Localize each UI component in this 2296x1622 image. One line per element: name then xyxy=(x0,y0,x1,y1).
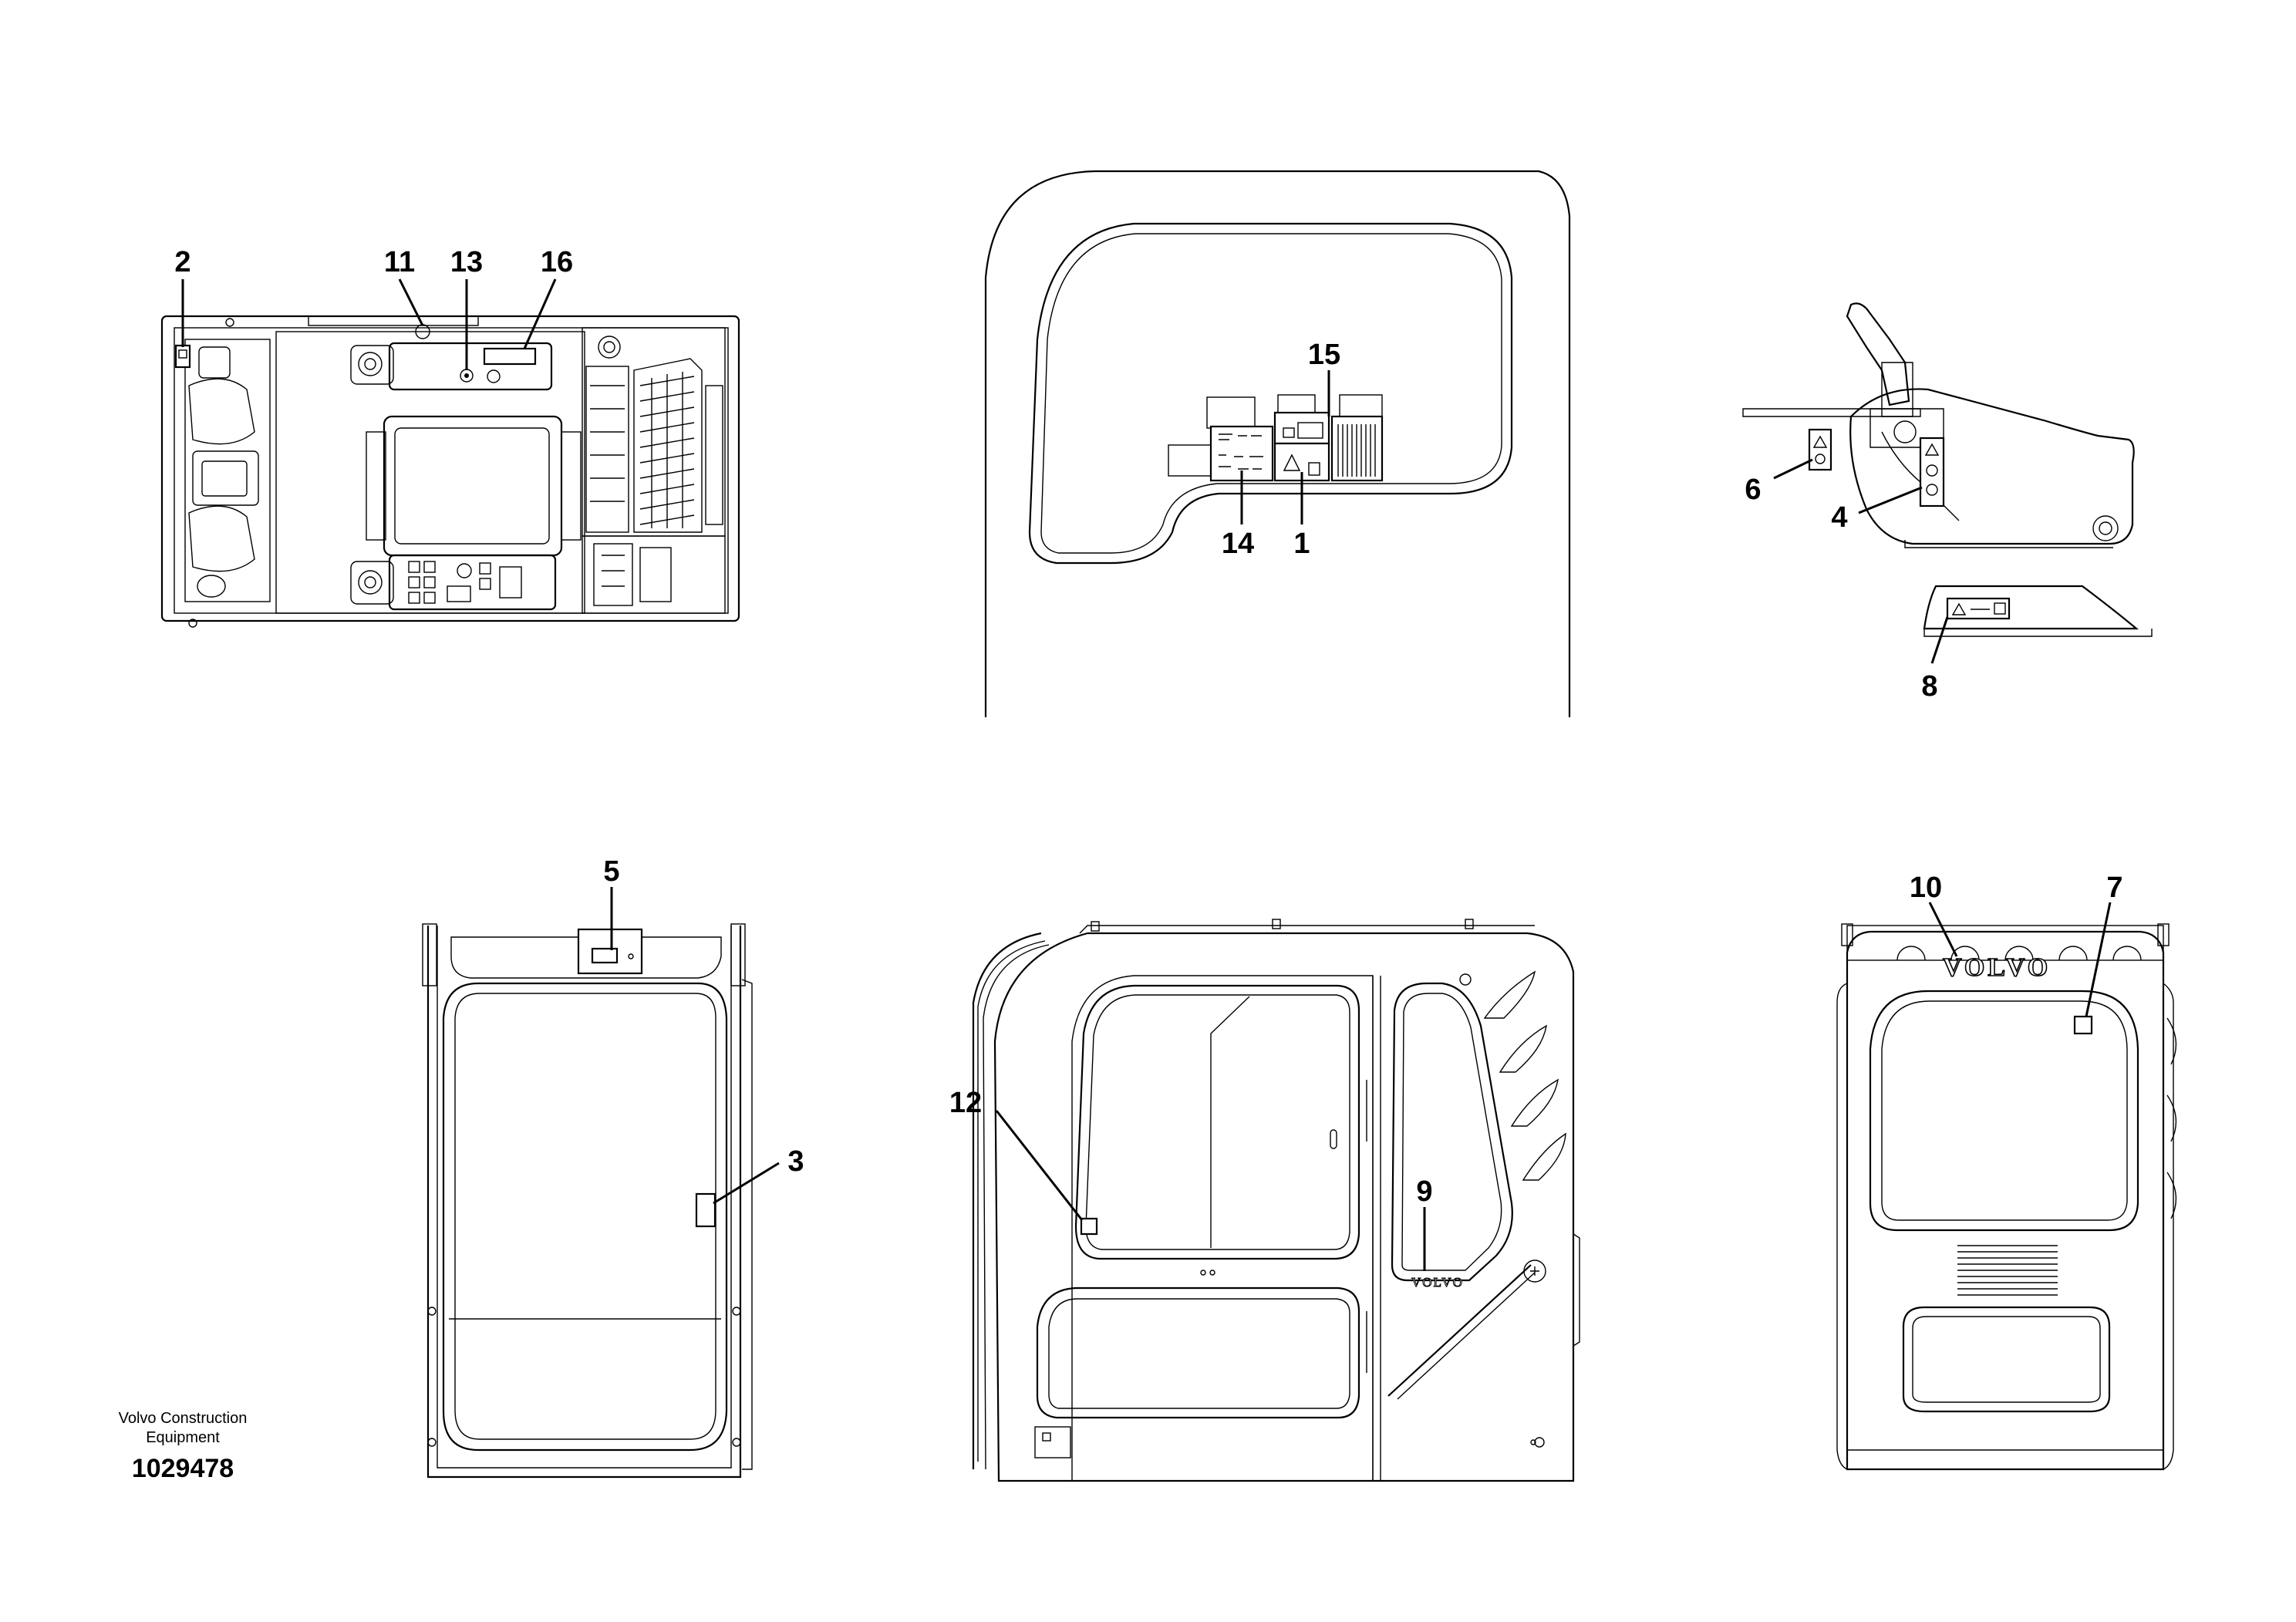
callout-7: 7 xyxy=(2106,872,2122,904)
callout-4: 4 xyxy=(1831,501,1847,534)
company-line-1: Volvo Construction xyxy=(119,1410,248,1427)
decal-5-holder xyxy=(577,928,643,975)
callout-13: 13 xyxy=(450,246,483,278)
callout-9: 9 xyxy=(1416,1175,1432,1208)
callout-16: 16 xyxy=(541,246,573,278)
callout-14: 14 xyxy=(1222,528,1254,560)
rear-volvo-logo: VOLVO xyxy=(1943,953,2051,982)
callout-6: 6 xyxy=(1745,474,1761,506)
callout-10: 10 xyxy=(1910,872,1942,904)
callout-labels: 2 11 13 16 15 14 1 6 4 8 5 3 12 9 10 7 xyxy=(174,246,2122,1208)
front-window-view xyxy=(984,170,1571,717)
callout-1: 1 xyxy=(1293,528,1310,560)
callout-2: 2 xyxy=(174,246,190,278)
drawing-number: 1029478 xyxy=(132,1454,234,1483)
callout-12: 12 xyxy=(949,1087,982,1119)
drawing-footer: Volvo Construction Equipment 1029478 xyxy=(119,1410,248,1483)
cab-side-view: VOLVO xyxy=(972,919,1580,1482)
callout-5: 5 xyxy=(603,855,619,888)
decal-5 xyxy=(591,947,619,964)
cab-rear-frame-view xyxy=(422,923,753,1479)
callout-15: 15 xyxy=(1308,339,1340,371)
callout-11: 11 xyxy=(384,246,415,278)
side-volvo-logo: VOLVO xyxy=(1411,1275,1464,1290)
leader-lines xyxy=(181,278,2112,1271)
callout-3: 3 xyxy=(787,1145,804,1178)
cab-top-view xyxy=(160,315,740,628)
decal-12 xyxy=(1080,1217,1098,1236)
callout-8: 8 xyxy=(1921,670,1937,703)
company-line-2: Equipment xyxy=(146,1429,220,1446)
decal-3 xyxy=(695,1192,716,1228)
decal-4 xyxy=(1919,437,1945,508)
decal-7 xyxy=(2073,1015,2093,1035)
console-side-view xyxy=(1742,302,2153,637)
cab-rear-view: VOLVO xyxy=(1836,923,2177,1471)
